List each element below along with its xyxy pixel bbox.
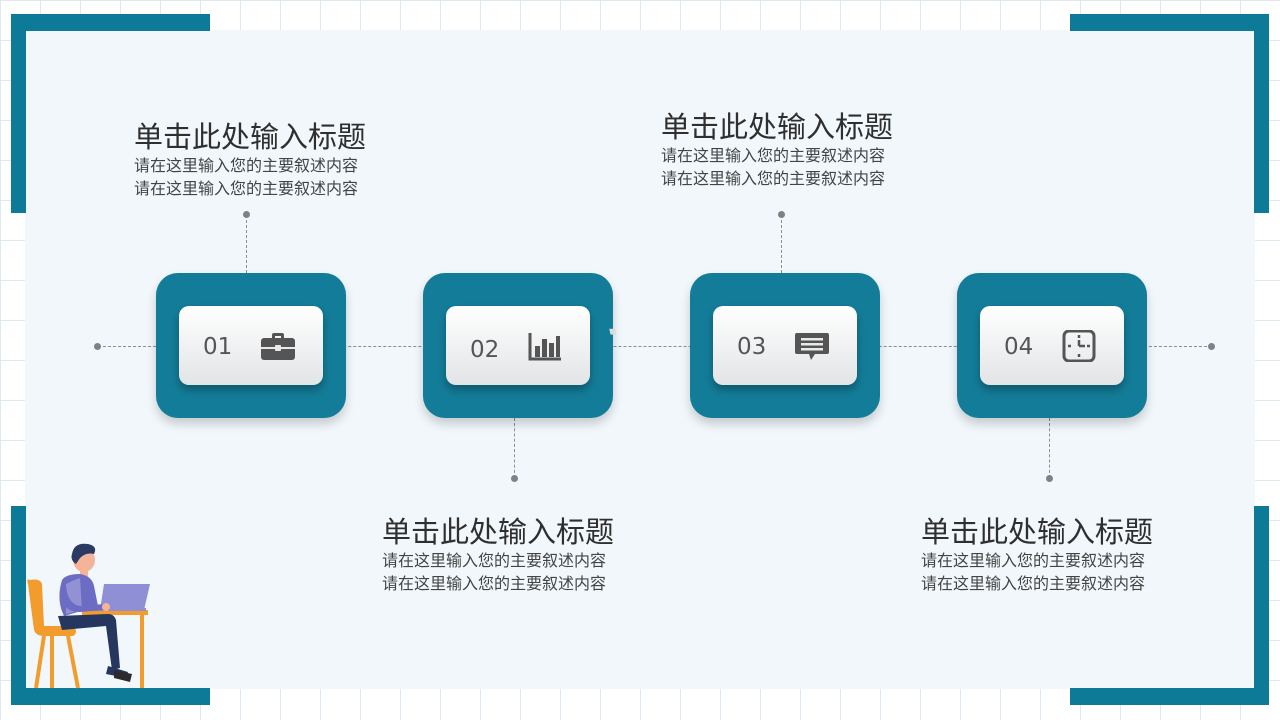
block-title: 单击此处输入标题: [382, 515, 615, 549]
step-number: 01: [203, 334, 233, 360]
block-title: 单击此处输入标题: [921, 515, 1154, 549]
block-desc-line: 请在这里输入您的主要叙述内容: [382, 551, 607, 570]
frame-corner-bottom-right-h: [1070, 688, 1269, 705]
block-title: 单击此处输入标题: [134, 120, 367, 154]
connector-4-dot: [1046, 475, 1053, 482]
bar-chart-icon: [528, 333, 561, 361]
connector-1: [246, 215, 247, 273]
connector-4: [1049, 418, 1050, 478]
connector-2: [514, 418, 515, 478]
step-card: 01: [179, 306, 323, 385]
block-desc-line: 请在这里输入您的主要叙述内容: [921, 551, 1146, 570]
step-04[interactable]: 04: [957, 273, 1147, 418]
step-01[interactable]: 01: [156, 273, 346, 418]
step-number: 02: [470, 337, 500, 363]
block-desc-line: 请在这里输入您的主要叙述内容: [134, 179, 359, 198]
frame-corner-bottom-left-h: [11, 688, 210, 705]
chat-bubble-icon: [795, 333, 829, 360]
frame-corner-top-right-v: [1254, 14, 1269, 213]
connector-3-dot: [778, 211, 785, 218]
step-number: 04: [1004, 334, 1034, 360]
step-03[interactable]: 03: [690, 273, 880, 418]
connector-2-dot: [511, 475, 518, 482]
timeline-line: [98, 346, 1212, 347]
block-desc-line: 请在这里输入您的主要叙述内容: [134, 156, 359, 175]
connector-1-dot: [243, 211, 250, 218]
connector-3: [781, 215, 782, 273]
step-card: 03: [713, 306, 857, 385]
text-block-3: 单击此处输入标题 请在这里输入您的主要叙述内容 请在这里输入您的主要叙述内容: [661, 110, 893, 190]
briefcase-icon: [261, 333, 295, 360]
text-block-2: 单击此处输入标题 请在这里输入您的主要叙述内容 请在这里输入您的主要叙述内容: [382, 515, 614, 595]
step-card: 02: [446, 306, 590, 385]
frame-corner-bottom-left-v: [11, 506, 26, 705]
text-block-1: 单击此处输入标题 请在这里输入您的主要叙述内容 请在这里输入您的主要叙述内容: [134, 120, 366, 200]
timeline-start-dot: [94, 343, 101, 350]
frame-corner-top-left-h: [11, 14, 210, 31]
person-laptop-illustration: [27, 543, 150, 689]
clock-icon: [1062, 330, 1096, 362]
step-02[interactable]: 02: [423, 273, 613, 418]
block-desc-line: 请在这里输入您的主要叙述内容: [661, 146, 886, 165]
timeline-end-dot: [1208, 343, 1215, 350]
frame-corner-top-right-h: [1070, 14, 1269, 31]
block-desc-line: 请在这里输入您的主要叙述内容: [921, 574, 1146, 593]
step-number: 03: [737, 334, 767, 360]
block-desc-line: 请在这里输入您的主要叙述内容: [661, 169, 886, 188]
step-card: 04: [980, 306, 1124, 385]
frame-corner-bottom-right-v: [1254, 506, 1269, 705]
text-block-4: 单击此处输入标题 请在这里输入您的主要叙述内容 请在这里输入您的主要叙述内容: [921, 515, 1153, 595]
frame-corner-top-left-v: [11, 14, 26, 213]
block-desc-line: 请在这里输入您的主要叙述内容: [382, 574, 607, 593]
block-title: 单击此处输入标题: [661, 110, 894, 144]
